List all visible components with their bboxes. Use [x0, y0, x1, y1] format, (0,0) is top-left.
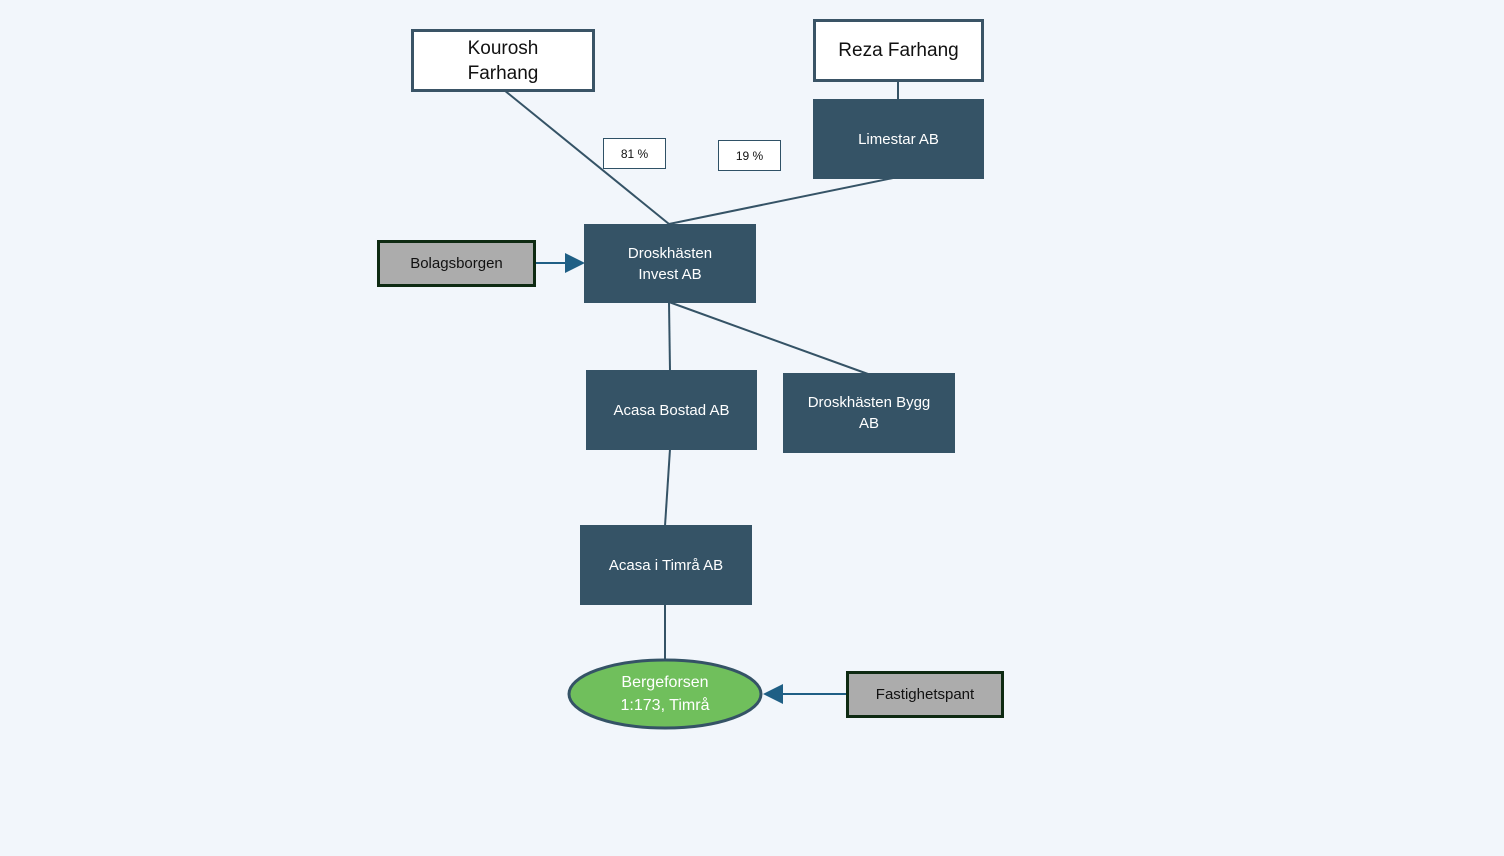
node-bolagsborgen[interactable]: Bolagsborgen	[377, 240, 536, 287]
node-bergeforsen[interactable]: Bergeforsen 1:173, Timrå	[620, 674, 710, 714]
node-droskhasten-invest[interactable]: Droskhästen Invest AB	[584, 224, 756, 303]
label-limestar-share: 19 %	[718, 140, 781, 171]
node-kourosh-farhang[interactable]: Kourosh Farhang	[411, 29, 595, 92]
node-limestar[interactable]: Limestar AB	[813, 99, 984, 179]
line-invest-bygg	[668, 301, 869, 375]
line-invest-acasa-bostad	[668, 301, 671, 372]
line-kourosh-invest	[503, 89, 670, 225]
node-acasa-bostad[interactable]: Acasa Bostad AB	[586, 370, 757, 450]
line-bostad-timra	[664, 448, 671, 527]
node-acasa-timra[interactable]: Acasa i Timrå AB	[580, 525, 752, 605]
node-reza-farhang[interactable]: Reza Farhang	[813, 19, 984, 82]
node-droskhasten-bygg[interactable]: Droskhästen Bygg AB	[783, 373, 955, 453]
label-kourosh-share: 81 %	[603, 138, 666, 169]
node-fastighetspant[interactable]: Fastighetspant	[846, 671, 1004, 718]
property-ellipse	[567, 658, 763, 730]
line-limestar-invest	[668, 177, 894, 225]
